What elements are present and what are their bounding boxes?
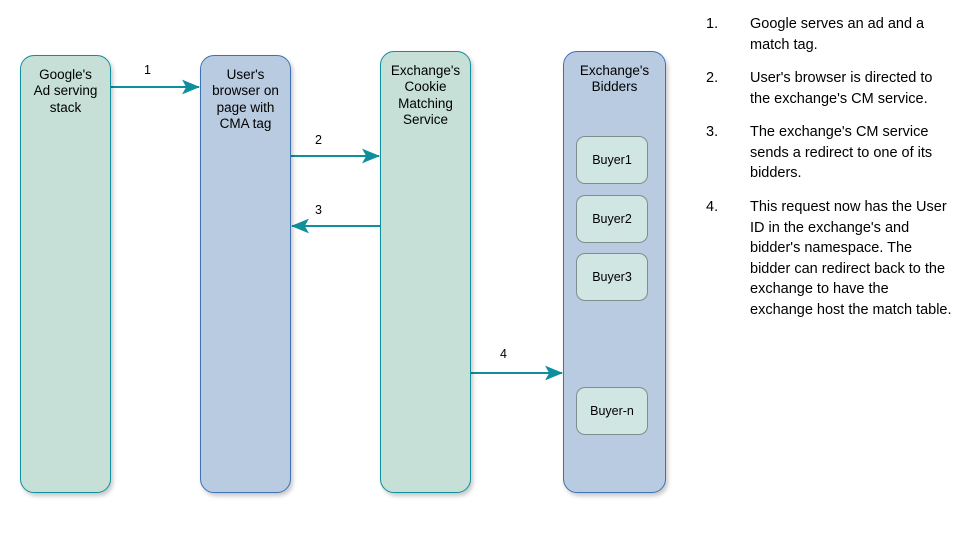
lane-browser-label: User's browser on page with CMA tag <box>212 67 279 132</box>
buyer-1-label: Buyer1 <box>592 152 632 167</box>
step-item-1: 1. Google serves an ad and a match tag. <box>706 14 954 55</box>
buyer-box-3[interactable]: Buyer3 <box>576 253 648 301</box>
lane-google-label: Google's Ad serving stack <box>33 67 98 115</box>
buyer-3-label: Buyer3 <box>592 269 632 284</box>
buyer-box-2[interactable]: Buyer2 <box>576 195 648 243</box>
step-item-4: 4. This request now has the User ID in t… <box>706 197 954 320</box>
lane-exchange-bidders[interactable]: Exchange's Bidders Buyer1 Buyer2 Buyer3 … <box>563 51 666 493</box>
step-item-3: 3. The exchange's CM service sends a red… <box>706 122 954 184</box>
step-1-number: 1. <box>706 16 719 32</box>
buyer-box-1[interactable]: Buyer1 <box>576 136 648 184</box>
lane-user-browser[interactable]: User's browser on page with CMA tag <box>200 55 291 493</box>
lane-cms-label: Exchange's Cookie Matching Service <box>390 63 461 128</box>
step-3-number: 3. <box>706 124 719 141</box>
step-2-number: 2. <box>706 70 719 87</box>
steps-list: 1. Google serves an ad and a match tag. … <box>706 14 954 334</box>
step-1-text: Google serves an ad and a match tag. <box>750 16 925 53</box>
step-4-text: This request now has the User ID in the … <box>750 199 952 318</box>
buyer-2-label: Buyer2 <box>592 211 632 226</box>
buyer-n-label: Buyer-n <box>590 403 634 418</box>
lane-exchange-cookie-matching-service[interactable]: Exchange's Cookie Matching Service <box>380 51 471 493</box>
arrow-3-label: 3 <box>315 203 322 217</box>
arrow-1-label: 1 <box>144 63 151 77</box>
step-4-number: 4. <box>706 199 719 216</box>
arrow-2-label: 2 <box>315 133 322 147</box>
step-3-text: The exchange's CM service sends a redire… <box>750 124 933 182</box>
arrow-4-label: 4 <box>500 347 507 361</box>
buyer-box-n[interactable]: Buyer-n <box>576 387 648 435</box>
lane-google-ad-serving-stack[interactable]: Google's Ad serving stack <box>20 55 111 493</box>
step-2-text: User's browser is directed to the exchan… <box>750 70 933 107</box>
lane-bidders-label: Exchange's Bidders <box>579 63 650 95</box>
step-item-2: 2. User's browser is directed to the exc… <box>706 68 954 109</box>
